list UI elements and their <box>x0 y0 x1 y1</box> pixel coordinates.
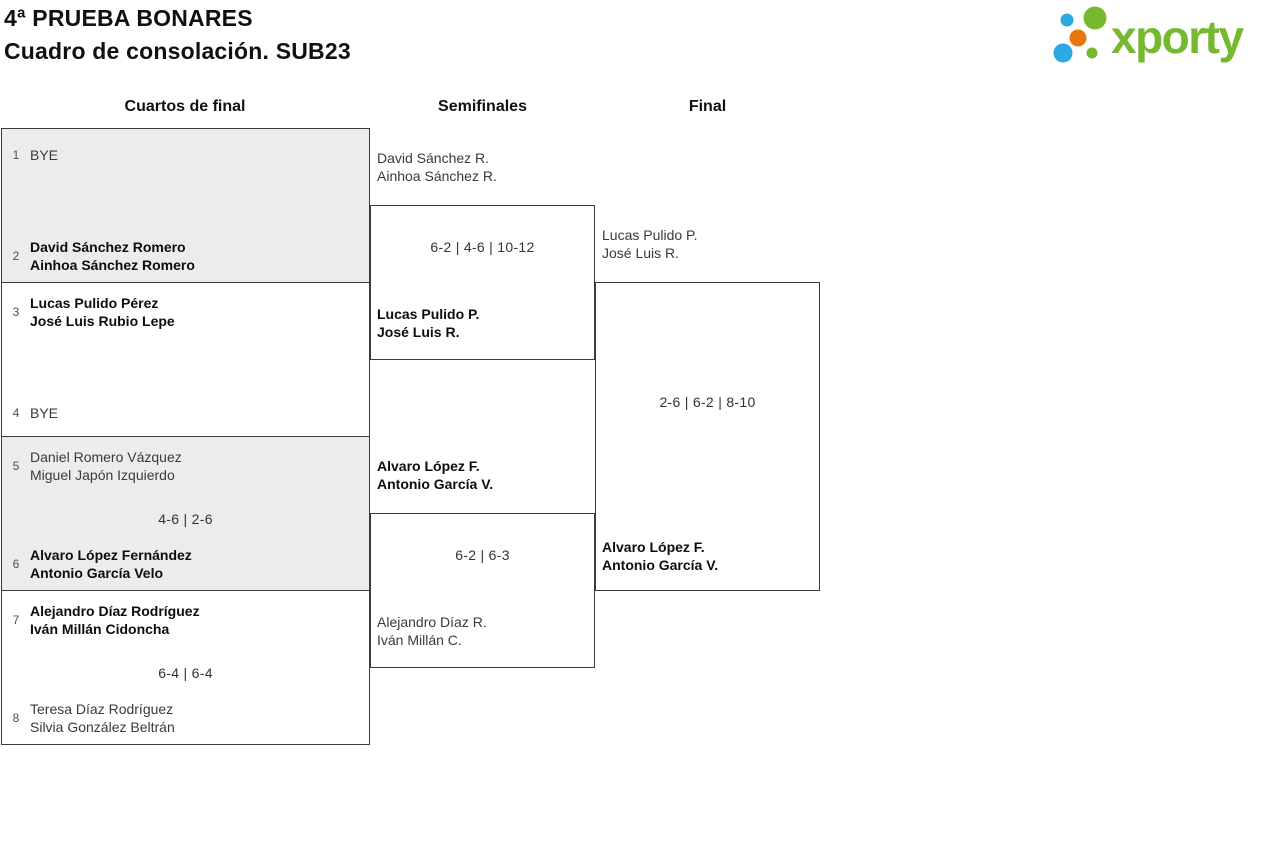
match-semifinal-1: David Sánchez R. Ainhoa Sánchez R. 6-2 |… <box>370 150 595 360</box>
team-row: Alejandro Díaz R. Iván Millán C. <box>371 613 594 649</box>
player-name: Alvaro López Fernández <box>30 547 192 563</box>
match-semifinal-2: Alvaro López F. Antonio García V. 6-2 | … <box>370 458 595 668</box>
team-row: David Sánchez R. Ainhoa Sánchez R. <box>371 149 594 185</box>
player-name: BYE <box>30 405 59 421</box>
round-header-final: Final <box>688 98 727 115</box>
seed-number: 8 <box>12 711 20 725</box>
player-name: José Luis Rubio Lepe <box>30 313 175 329</box>
team-row: 4 BYE <box>2 404 369 422</box>
player-name: Antonio García Velo <box>30 565 164 581</box>
player-name: Alvaro López F. <box>377 458 480 474</box>
team-names: Alvaro López Fernández Antonio García Ve… <box>30 546 192 582</box>
xporty-wordmark: xporty <box>1111 11 1244 63</box>
round-header-quarterfinals: Cuartos de final <box>124 98 246 115</box>
player-name: Lucas Pulido P. <box>602 227 698 243</box>
match-score: 2-6 | 6-2 | 8-10 <box>659 394 756 410</box>
team-names: Lucas Pulido P. José Luis R. <box>377 305 479 341</box>
player-name: Iván Millán Cidoncha <box>30 621 170 637</box>
player-name: Alejandro Díaz Rodríguez <box>30 603 200 619</box>
match-quarterfinal-4: 7 Alejandro Díaz Rodríguez Iván Millán C… <box>1 590 370 745</box>
team-names: Alejandro Díaz Rodríguez Iván Millán Cid… <box>30 602 200 638</box>
player-name: Silvia González Beltrán <box>30 719 175 735</box>
team-names: Teresa Díaz Rodríguez Silvia González Be… <box>30 700 175 736</box>
team-row: 6 Alvaro López Fernández Antonio García … <box>2 546 369 582</box>
tournament-title: 4ª PRUEBA BONARES <box>4 5 253 31</box>
team-names: Alvaro López F. Antonio García V. <box>377 457 493 493</box>
player-name: Antonio García V. <box>377 476 494 492</box>
player-name: Miguel Japón Izquierdo <box>30 467 175 483</box>
player-name: Antonio García V. <box>602 557 719 573</box>
player-name: José Luis R. <box>602 245 680 261</box>
seed-number: 4 <box>12 406 20 420</box>
bracket-subtitle: Cuadro de consolación. SUB23 <box>4 38 351 64</box>
match-quarterfinal-3: 5 Daniel Romero Vázquez Miguel Japón Izq… <box>1 436 370 591</box>
team-row: 5 Daniel Romero Vázquez Miguel Japón Izq… <box>2 448 369 484</box>
xporty-logo[interactable]: xporty <box>1045 0 1275 70</box>
match-score: 6-2 | 6-3 <box>455 547 510 563</box>
team-names: Lucas Pulido Pérez José Luis Rubio Lepe <box>30 294 175 330</box>
team-row: 2 David Sánchez Romero Ainhoa Sánchez Ro… <box>2 238 369 274</box>
team-names: Alvaro López F. Antonio García V. <box>602 538 718 574</box>
team-names: Daniel Romero Vázquez Miguel Japón Izqui… <box>30 448 182 484</box>
match-quarterfinal-2: 3 Lucas Pulido Pérez José Luis Rubio Lep… <box>1 282 370 437</box>
team-row: 1 BYE <box>2 146 369 164</box>
team-row: Lucas Pulido P. José Luis R. <box>596 226 819 262</box>
player-name: Daniel Romero Vázquez <box>30 449 182 465</box>
player-name: Ainhoa Sánchez Romero <box>30 257 195 273</box>
player-name: Iván Millán C. <box>377 632 462 648</box>
match-score: 6-2 | 4-6 | 10-12 <box>430 239 535 255</box>
team-row: 8 Teresa Díaz Rodríguez Silvia González … <box>2 700 369 736</box>
seed-number: 2 <box>12 249 20 263</box>
team-row: 7 Alejandro Díaz Rodríguez Iván Millán C… <box>2 602 369 638</box>
seed-number: 6 <box>12 557 20 571</box>
seed-number: 3 <box>12 305 20 319</box>
team-names: BYE <box>30 146 58 164</box>
round-header-semifinals: Semifinales <box>438 98 527 115</box>
team-names: David Sánchez R. Ainhoa Sánchez R. <box>377 149 497 185</box>
match-score: 4-6 | 2-6 <box>158 511 213 527</box>
player-name: José Luis R. <box>377 324 460 340</box>
match-final: Lucas Pulido P. José Luis R. 2-6 | 6-2 |… <box>595 227 820 591</box>
team-row: Lucas Pulido P. José Luis R. <box>371 305 594 341</box>
player-name: Lucas Pulido Pérez <box>30 295 159 311</box>
player-name: BYE <box>30 147 59 163</box>
xporty-logo-dots-icon <box>1053 6 1107 63</box>
team-names: Lucas Pulido P. José Luis R. <box>602 226 697 262</box>
match-quarterfinal-1: 1 BYE 2 David Sánchez Romero Ainhoa Sánc… <box>1 128 370 283</box>
player-name: David Sánchez R. <box>377 150 490 166</box>
page-title: 4ª PRUEBA BONARES Cuadro de consolación.… <box>4 2 351 68</box>
player-name: David Sánchez Romero <box>30 239 186 255</box>
team-names: BYE <box>30 404 58 422</box>
player-name: Alvaro López F. <box>602 539 705 555</box>
player-name: Alejandro Díaz R. <box>377 614 487 630</box>
team-row: Alvaro López F. Antonio García V. <box>596 538 819 574</box>
team-row: Alvaro López F. Antonio García V. <box>371 457 594 493</box>
player-name: Ainhoa Sánchez R. <box>377 168 497 184</box>
seed-number: 1 <box>12 148 20 162</box>
team-names: David Sánchez Romero Ainhoa Sánchez Rome… <box>30 238 195 274</box>
player-name: Lucas Pulido P. <box>377 306 480 322</box>
seed-number: 7 <box>12 613 20 627</box>
seed-number: 5 <box>12 459 20 473</box>
player-name: Teresa Díaz Rodríguez <box>30 701 174 717</box>
team-row: 3 Lucas Pulido Pérez José Luis Rubio Lep… <box>2 294 369 330</box>
match-score: 6-4 | 6-4 <box>158 665 213 681</box>
team-names: Alejandro Díaz R. Iván Millán C. <box>377 613 487 649</box>
